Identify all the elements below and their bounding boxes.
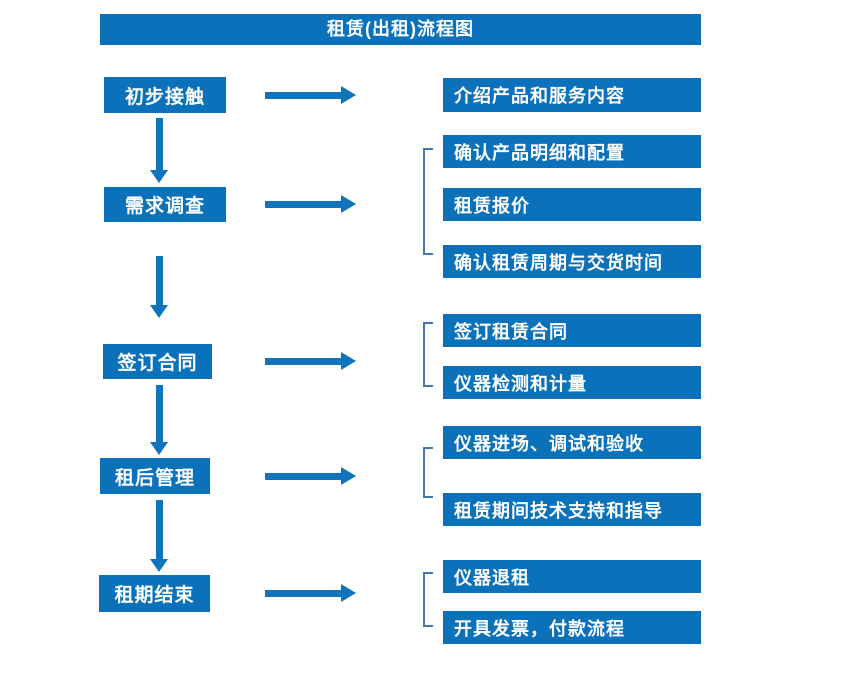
right-arrow-shaft — [265, 92, 342, 99]
right-arrow-shaft — [265, 201, 342, 208]
step-box-post-rental-management: 租后管理 — [100, 458, 210, 494]
group-bracket-sign-contract — [423, 322, 433, 387]
right-arrow-shaft — [265, 473, 342, 480]
detail-box-instrument-setup-acceptance: 仪器进场、调试和验收 — [443, 426, 701, 459]
down-arrow-head-icon — [150, 559, 168, 572]
detail-box-confirm-product-config: 确认产品明细和配置 — [443, 135, 701, 168]
step-box-initial-contact: 初步接触 — [104, 77, 226, 113]
detail-box-technical-support: 租赁期间技术支持和指导 — [443, 493, 701, 526]
detail-box-introduce-products: 介绍产品和服务内容 — [443, 78, 701, 112]
detail-box-instrument-return: 仪器退租 — [443, 560, 701, 593]
group-bracket-demand-survey — [423, 148, 433, 255]
step-box-rental-end: 租期结束 — [99, 575, 210, 612]
right-arrow-head-icon — [341, 584, 356, 602]
right-arrow-head-icon — [341, 195, 356, 213]
group-bracket-post-rental — [423, 447, 433, 498]
step-box-demand-survey: 需求调查 — [104, 187, 226, 222]
right-arrow-head-icon — [341, 86, 356, 104]
down-arrow-head-icon — [150, 305, 168, 318]
flowchart-title: 租赁(出租)流程图 — [100, 14, 701, 45]
down-arrow-shaft — [156, 500, 163, 559]
detail-box-instrument-testing: 仪器检测和计量 — [443, 366, 701, 399]
detail-box-sign-rental-contract: 签订租赁合同 — [443, 314, 701, 347]
right-arrow-shaft — [265, 590, 342, 597]
detail-box-invoice-payment: 开具发票，付款流程 — [443, 611, 701, 644]
down-arrow-shaft — [156, 256, 163, 305]
down-arrow-head-icon — [150, 170, 168, 183]
right-arrow-shaft — [265, 358, 342, 365]
right-arrow-head-icon — [341, 467, 356, 485]
down-arrow-shaft — [156, 385, 163, 442]
group-bracket-rental-end — [423, 572, 433, 627]
detail-box-rental-quotation: 租赁报价 — [443, 188, 701, 221]
step-box-sign-contract: 签订合同 — [103, 344, 212, 379]
detail-box-confirm-period-delivery: 确认租赁周期与交货时间 — [443, 245, 701, 278]
down-arrow-shaft — [156, 118, 163, 170]
right-arrow-head-icon — [341, 352, 356, 370]
down-arrow-head-icon — [150, 442, 168, 455]
